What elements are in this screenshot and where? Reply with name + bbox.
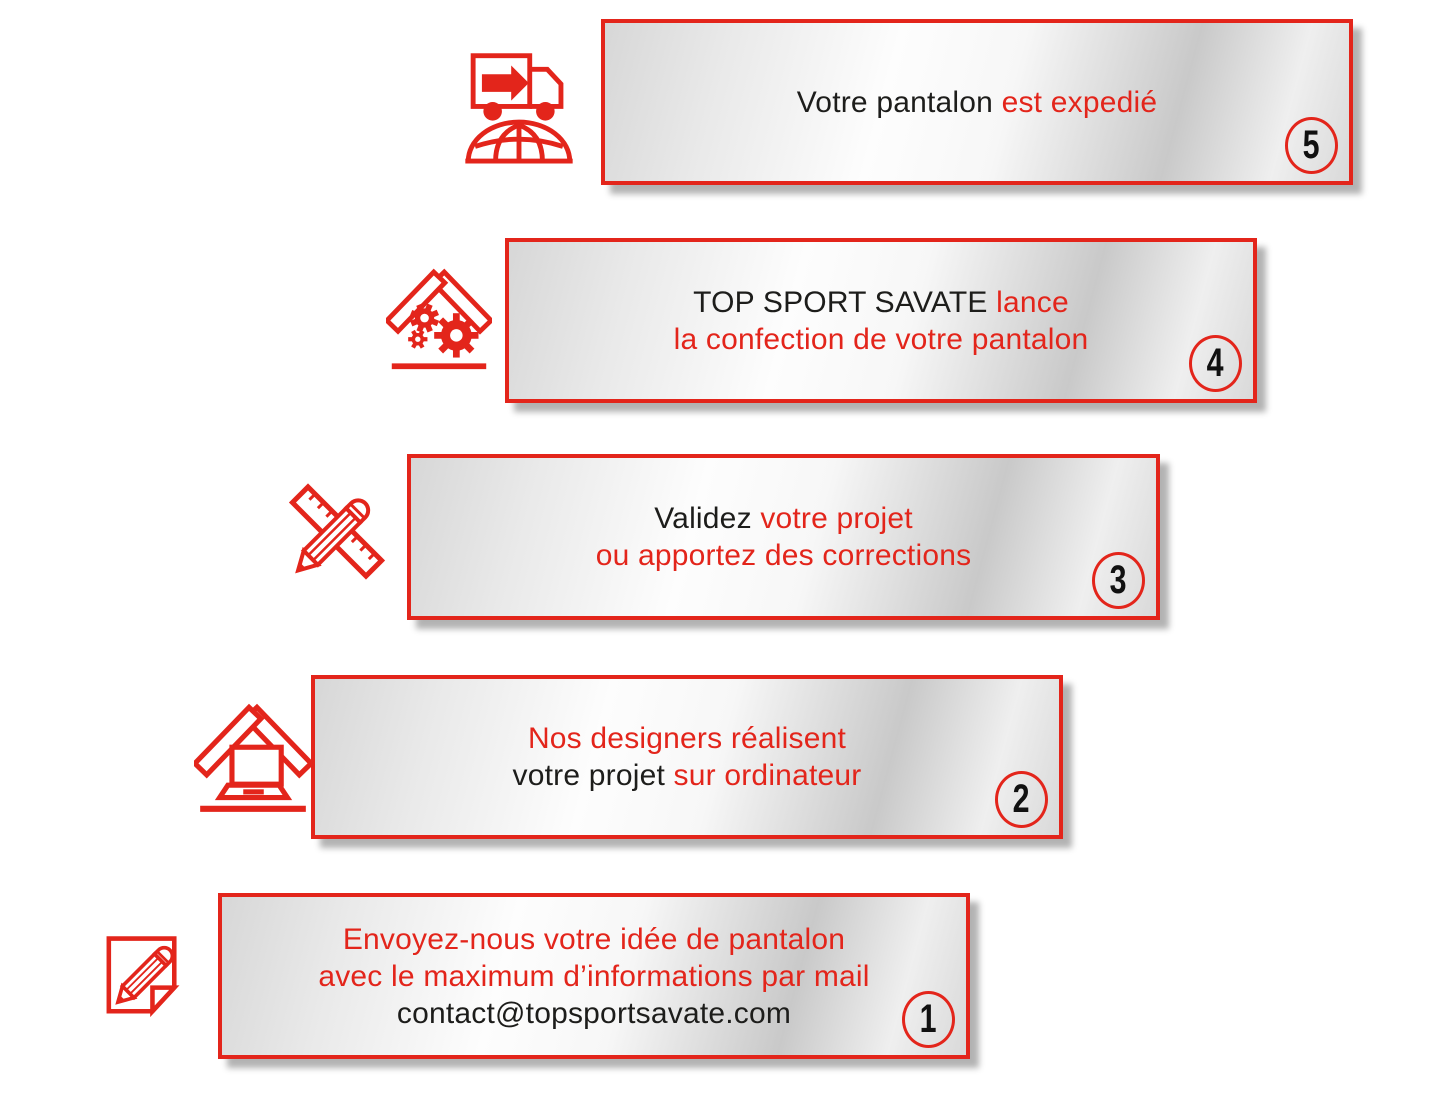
pencil-ruler-icon-svg bbox=[288, 483, 386, 580]
step-number: 4 bbox=[1207, 341, 1224, 385]
step-banner-5: Votre pantalon est expedié 5 bbox=[601, 19, 1353, 185]
step-number: 5 bbox=[1303, 123, 1320, 167]
banner-text-line: Nos designers réalisent bbox=[527, 722, 847, 755]
step-number-badge: 4 bbox=[1189, 335, 1242, 392]
banner-text: Votre pantalon est expedié bbox=[797, 84, 1157, 121]
step-banner-2: Nos designers réalisent votre projet sur … bbox=[311, 675, 1063, 839]
banner-text-line: Votre pantalon est expedié bbox=[796, 85, 1158, 119]
roof-gears-icon bbox=[386, 263, 492, 375]
roof-gears-icon-svg bbox=[386, 268, 492, 370]
banner-text: Nos designers réalisent votre projet sur … bbox=[513, 720, 862, 794]
step-banner-3: Validez votre projet ou apportez des corr… bbox=[407, 454, 1160, 620]
step-number-badge: 2 bbox=[995, 771, 1048, 828]
banner-text-line: ou apportez des corrections bbox=[595, 539, 972, 572]
step-number-badge: 1 bbox=[902, 991, 955, 1048]
note-pencil-icon bbox=[99, 924, 195, 1024]
banner-text-line: contact@topsportsavate.com bbox=[396, 996, 792, 1030]
step-number-badge: 3 bbox=[1092, 552, 1145, 609]
truck-globe-icon-svg bbox=[465, 53, 573, 164]
truck-globe-icon bbox=[460, 44, 578, 165]
roof-laptop-icon bbox=[194, 700, 312, 815]
step-number: 1 bbox=[920, 997, 937, 1041]
banner-text: Validez votre projet ou apportez des corr… bbox=[596, 500, 972, 574]
banner-text-line: avec le maximum d’informations par mail bbox=[318, 959, 870, 993]
pencil-ruler-icon bbox=[281, 480, 393, 595]
banner-text-line: la confection de votre pantalon bbox=[673, 322, 1089, 356]
step-number: 3 bbox=[1110, 558, 1127, 602]
step-number: 2 bbox=[1013, 777, 1030, 821]
step-number-badge: 5 bbox=[1285, 117, 1338, 174]
note-pencil-icon-svg bbox=[106, 936, 180, 1018]
roof-laptop-icon-svg bbox=[194, 703, 312, 812]
banner-text-line: Envoyez-nous votre idée de pantalon bbox=[342, 922, 846, 956]
banner-text-line: votre projet sur ordinateur bbox=[512, 759, 862, 792]
banner-text-line: TOP SPORT SAVATE lance bbox=[693, 285, 1069, 319]
banner-text-line: Validez votre projet bbox=[654, 502, 913, 535]
